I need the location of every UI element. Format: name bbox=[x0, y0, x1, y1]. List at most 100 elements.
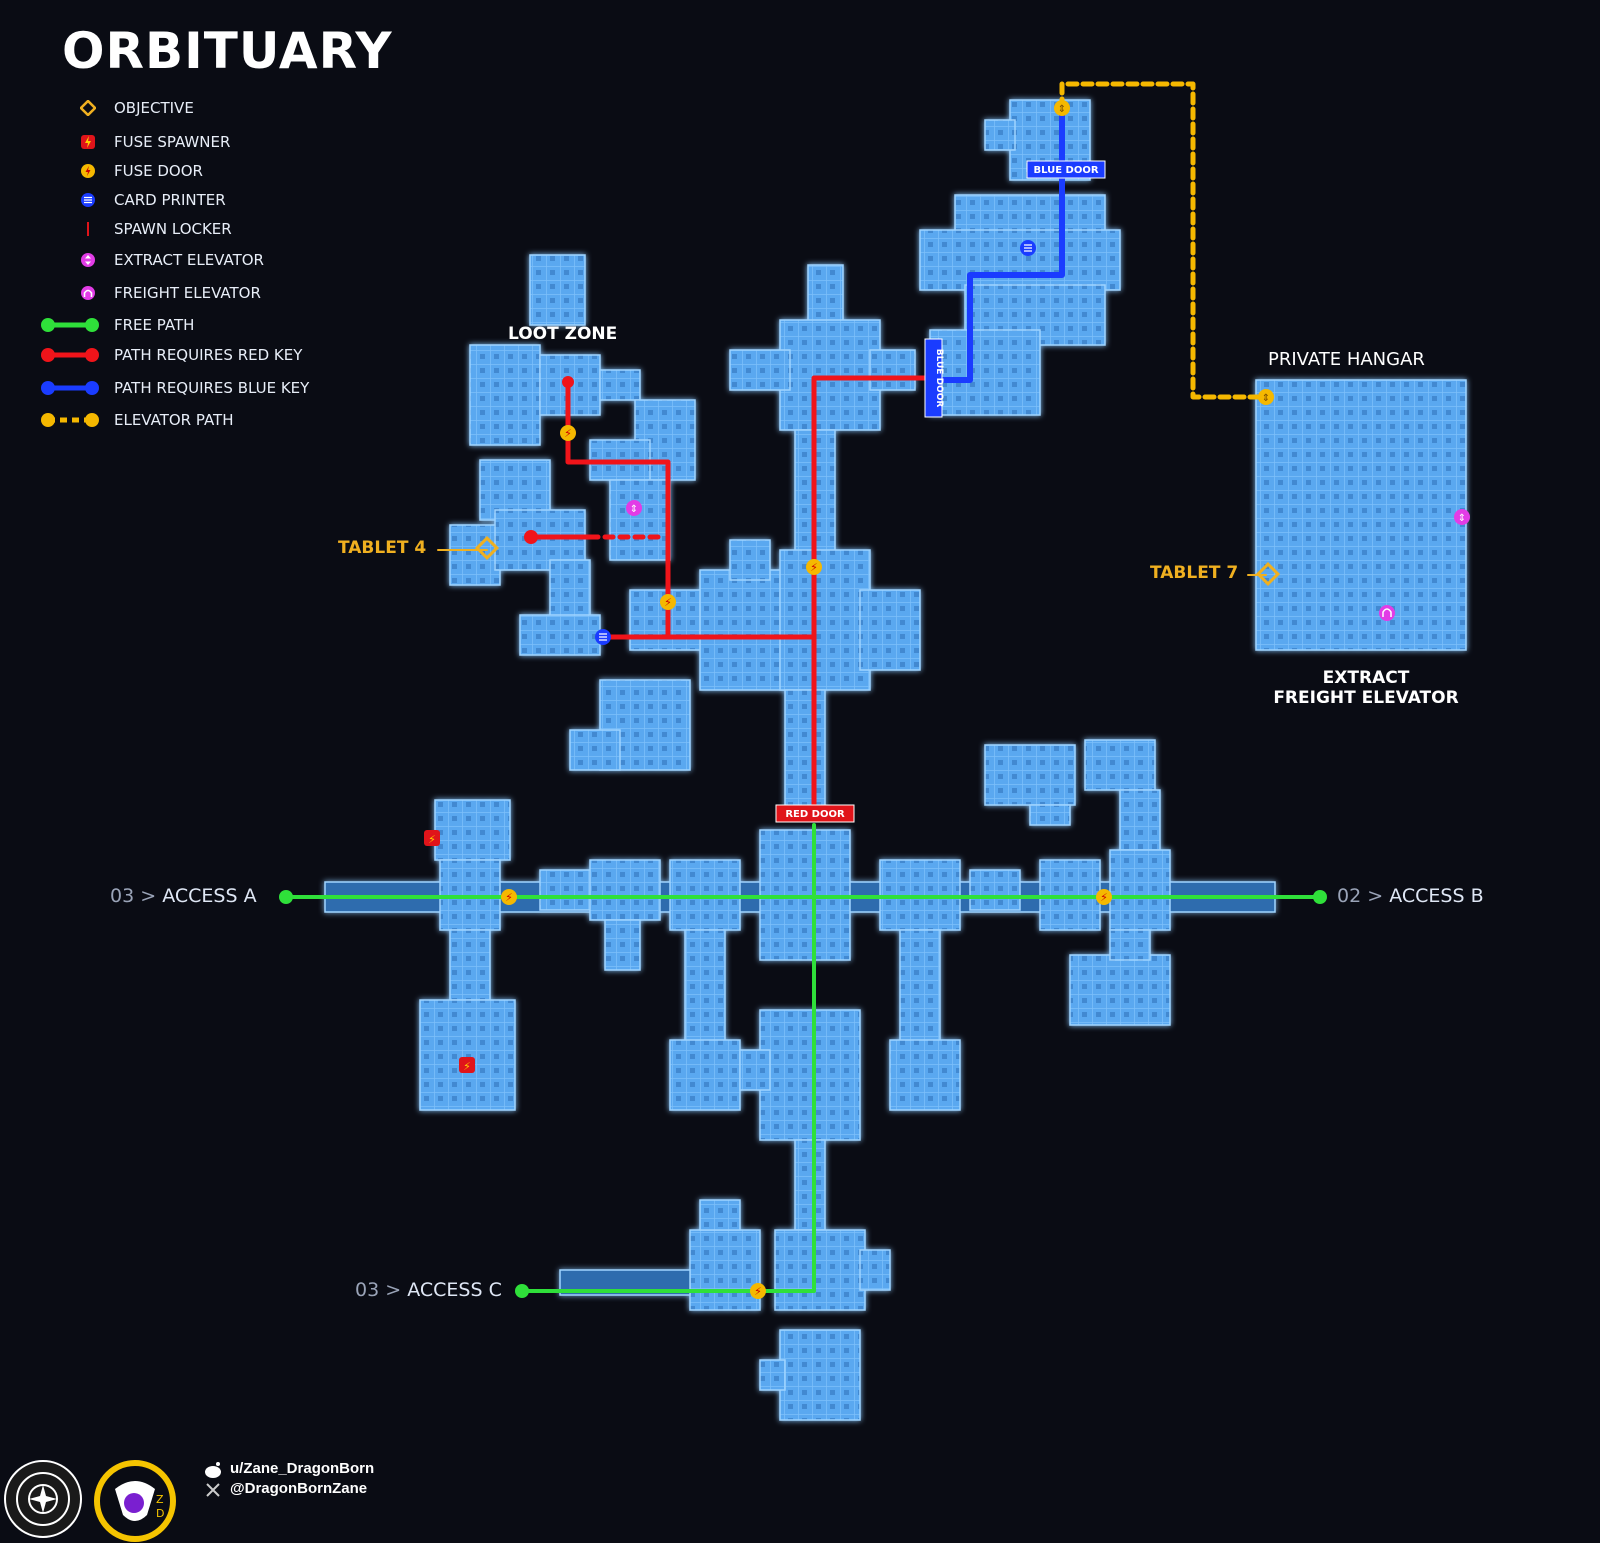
extract-freight-line1: EXTRACT bbox=[1322, 668, 1410, 688]
legend-label: PATH REQUIRES RED KEY bbox=[114, 346, 303, 364]
room bbox=[469, 344, 541, 446]
blue-key-path bbox=[932, 105, 1065, 383]
room bbox=[699, 1199, 741, 1231]
room bbox=[899, 929, 941, 1051]
access-c-endpoint bbox=[515, 1284, 529, 1298]
loot-zone-label: LOOT ZONE bbox=[508, 324, 618, 344]
objective-icon bbox=[1255, 561, 1281, 587]
community-badge-logo bbox=[4, 1460, 82, 1538]
fuse-spawner-icon: ⚡ bbox=[459, 1057, 475, 1073]
legend-label: FREE PATH bbox=[114, 316, 195, 334]
extract-freight-label: EXTRACT FREIGHT ELEVATOR bbox=[1266, 668, 1466, 708]
room bbox=[807, 264, 844, 326]
room bbox=[604, 919, 641, 971]
legend-label: CARD PRINTER bbox=[114, 191, 226, 209]
svg-text:⚡: ⚡ bbox=[428, 833, 436, 846]
red-path-start-tablet bbox=[524, 530, 538, 544]
markers-layer: ⚡ ⚡ ⚡ ⚡ ⚡ ⚡ ⇕ ⇕ ⚡ ⚡ ⇕ ⇕ BLUE DOOR BLUE D… bbox=[279, 100, 1470, 1299]
access-number: 02 bbox=[1337, 885, 1362, 907]
room bbox=[729, 539, 771, 581]
fuse-door-icon: ⚡ bbox=[750, 1283, 766, 1299]
svg-text:⇕: ⇕ bbox=[1458, 513, 1466, 524]
svg-text:⚡: ⚡ bbox=[754, 1285, 762, 1298]
room bbox=[684, 929, 726, 1051]
room bbox=[569, 729, 621, 771]
access-a-endpoint bbox=[279, 890, 293, 904]
room bbox=[449, 524, 501, 586]
access-name: ACCESS B bbox=[1389, 885, 1484, 907]
fuse-door-icon: ⚡ bbox=[1096, 889, 1112, 905]
elevator-path bbox=[1059, 81, 1269, 400]
private-hangar-label: PRIVATE HANGAR bbox=[1268, 349, 1425, 370]
tablet7-label: TABLET 7 bbox=[1150, 563, 1239, 583]
access-name: ACCESS A bbox=[162, 885, 257, 907]
room bbox=[1109, 849, 1171, 931]
free-path-vertical bbox=[520, 823, 816, 1293]
legend-label: PATH REQUIRES BLUE KEY bbox=[114, 379, 310, 397]
credits: Z D u/Zane_DragonBorn @DragonBornZane bbox=[0, 1452, 420, 1542]
card-printer-icon bbox=[595, 629, 611, 645]
svg-text:⇕: ⇕ bbox=[630, 504, 638, 515]
blue-key-path-line-icon bbox=[41, 381, 99, 395]
room bbox=[434, 799, 511, 861]
room bbox=[599, 369, 641, 401]
room bbox=[779, 1329, 861, 1421]
svg-text:⚡: ⚡ bbox=[664, 596, 672, 609]
zd-logo: Z D bbox=[94, 1460, 176, 1542]
fuse-door-icon: ⚡ bbox=[806, 559, 822, 575]
legend-item: ELEVATOR PATH bbox=[36, 408, 396, 432]
room bbox=[519, 614, 601, 656]
red-door-label: RED DOOR bbox=[785, 809, 845, 820]
private-hangar-room bbox=[1255, 379, 1467, 651]
access-name: ACCESS C bbox=[407, 1279, 502, 1301]
svg-text:⚡: ⚡ bbox=[463, 1060, 471, 1073]
room bbox=[919, 229, 1121, 291]
legend-label: FUSE SPAWNER bbox=[114, 133, 231, 151]
svg-text:⇕: ⇕ bbox=[1058, 104, 1066, 115]
objective-icon bbox=[80, 100, 96, 116]
extract-elevator-icon bbox=[81, 253, 95, 267]
legend-label: OBJECTIVE bbox=[114, 99, 194, 117]
legend-item: FREIGHT ELEVATOR bbox=[36, 281, 396, 305]
svg-text:⚡: ⚡ bbox=[505, 891, 513, 904]
room bbox=[1109, 929, 1151, 961]
free-path-line-icon bbox=[41, 318, 99, 332]
svg-text:Z: Z bbox=[156, 1493, 164, 1506]
room bbox=[689, 1229, 761, 1311]
elevator-path-node-icon: ⇕ bbox=[1258, 389, 1274, 405]
legend-item: CARD PRINTER bbox=[36, 188, 396, 212]
fuse-door-icon: ⚡ bbox=[560, 425, 576, 441]
card-printer-icon bbox=[1020, 240, 1036, 256]
access-number: 03 bbox=[110, 885, 135, 907]
red-door-marker: RED DOOR bbox=[775, 804, 855, 823]
room bbox=[1029, 804, 1071, 826]
elevator-path-line-icon bbox=[41, 413, 99, 427]
access-c-label: 03 > ACCESS C bbox=[355, 1279, 502, 1301]
paths-layer bbox=[284, 81, 1322, 1293]
access-a-label: 03 > ACCESS A bbox=[110, 885, 257, 907]
room bbox=[779, 319, 881, 431]
room bbox=[589, 859, 661, 921]
blue-door-marker: BLUE DOOR bbox=[1026, 160, 1106, 179]
room bbox=[859, 1249, 891, 1291]
access-separator: > bbox=[385, 1279, 402, 1301]
extract-freight-line2: FREIGHT ELEVATOR bbox=[1273, 688, 1459, 708]
room bbox=[969, 869, 1021, 911]
room bbox=[774, 1229, 866, 1311]
x-handle: @DragonBornZane bbox=[230, 1480, 368, 1497]
legend-item: FREE PATH bbox=[36, 313, 396, 337]
card-printer-icon bbox=[81, 193, 95, 207]
rooms-layer bbox=[324, 99, 1467, 1421]
room bbox=[1084, 739, 1156, 791]
room bbox=[449, 929, 491, 1001]
room bbox=[794, 1139, 826, 1231]
freight-elevator-icon bbox=[1379, 605, 1395, 621]
svg-text:⚡: ⚡ bbox=[1100, 891, 1108, 904]
red-path-start bbox=[562, 376, 574, 388]
room bbox=[984, 119, 1016, 151]
svg-text:⚡: ⚡ bbox=[564, 427, 572, 440]
room bbox=[929, 329, 1041, 416]
blue-door-vertical-marker: BLUE DOOR bbox=[924, 338, 944, 418]
room bbox=[954, 194, 1106, 236]
